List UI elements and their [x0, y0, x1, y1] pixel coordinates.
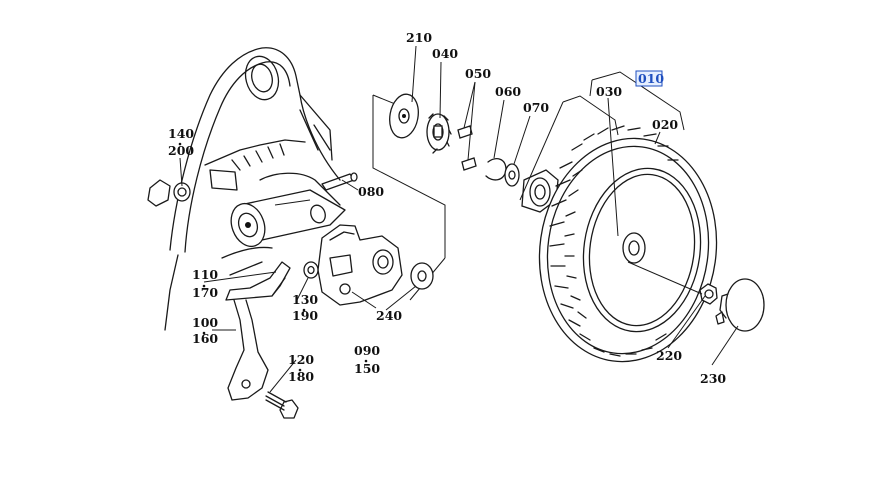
label-230: 230 — [700, 371, 726, 386]
label-separator-dot — [202, 284, 206, 288]
spring-clip-060 — [485, 158, 507, 181]
label-160: 160 — [192, 331, 218, 346]
label-150: 150 — [354, 361, 380, 376]
label-070: 070 — [523, 100, 549, 115]
label-100: 100 — [192, 315, 218, 330]
label-110: 110 — [192, 267, 218, 282]
gear-040 — [426, 113, 452, 154]
height-adjust-bracket — [317, 224, 403, 306]
label-separator-dot — [302, 308, 306, 312]
label-190: 190 — [292, 308, 318, 323]
wheel-assembly — [538, 125, 718, 363]
label-130: 130 — [292, 292, 318, 307]
label-020: 020 — [652, 117, 678, 132]
part-number-labels: 210 040 050 060 070 030 010 020 140 200 … — [168, 30, 726, 386]
label-030: 030 — [596, 84, 622, 99]
label-separator-dot — [202, 331, 206, 335]
keys-050 — [457, 125, 477, 171]
label-120: 120 — [288, 352, 314, 367]
label-050: 050 — [465, 66, 491, 81]
label-separator-dot — [364, 359, 368, 363]
label-090: 090 — [354, 343, 380, 358]
mower-deck-housing — [147, 47, 346, 331]
label-210: 210 — [406, 30, 432, 45]
washer-130 — [303, 261, 319, 279]
label-140: 140 — [168, 126, 194, 141]
wheel-tread — [549, 125, 679, 357]
disc-210 — [389, 93, 419, 139]
hub-cap-230 — [715, 278, 765, 332]
label-060: 060 — [495, 84, 521, 99]
highlight-box — [635, 70, 663, 87]
label-200: 200 — [168, 143, 194, 158]
lever-plate — [225, 261, 291, 401]
bolt-120 — [265, 391, 299, 419]
label-040: 040 — [432, 46, 458, 61]
label-240: 240 — [376, 308, 402, 323]
label-separator-dot — [298, 368, 302, 372]
leader-lines — [179, 45, 739, 393]
label-170: 170 — [192, 285, 218, 300]
label-080: 080 — [358, 184, 384, 199]
washer-070 — [504, 163, 520, 187]
label-180: 180 — [288, 369, 314, 384]
label-separator-dot — [178, 142, 182, 146]
label-010[interactable]: 010 — [638, 71, 664, 86]
label-220: 220 — [656, 348, 682, 363]
pin-080 — [321, 172, 359, 191]
group-bracket-030 — [519, 95, 619, 201]
washer-240 — [410, 262, 434, 290]
label-010-highlight[interactable]: 010 — [635, 70, 664, 87]
group-bracket-010 — [589, 71, 685, 131]
